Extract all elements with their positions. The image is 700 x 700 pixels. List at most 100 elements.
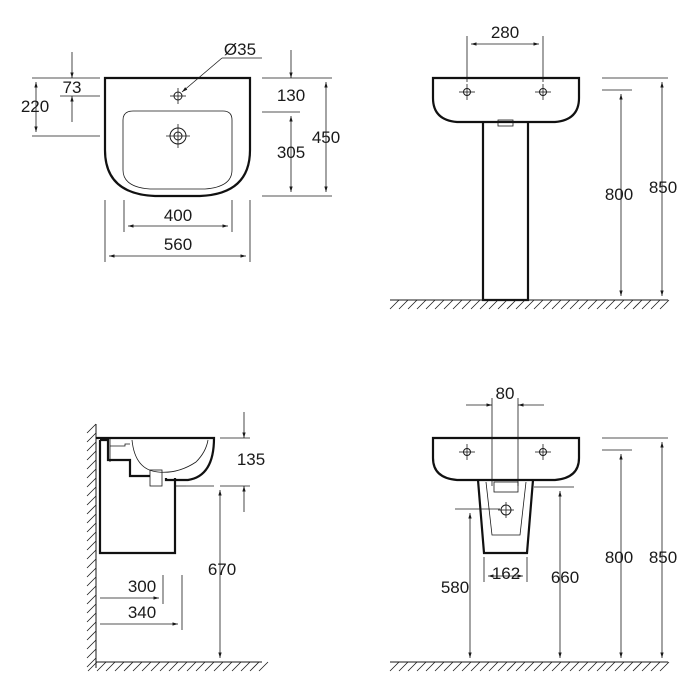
dim-800-semi: 800 <box>605 548 633 567</box>
hatch-stroke <box>434 299 445 310</box>
hatch-stroke <box>123 661 134 672</box>
dim-670: 670 <box>208 560 236 579</box>
floor-hatch-front <box>389 661 670 672</box>
hatch-stroke <box>86 558 97 569</box>
hatch-stroke <box>515 661 526 672</box>
hatch-stroke <box>86 576 97 587</box>
hatch-stroke <box>204 661 215 672</box>
hatch-stroke <box>497 661 508 672</box>
hatch-stroke <box>605 661 616 672</box>
hatch-stroke <box>114 661 125 672</box>
hatch-stroke <box>96 661 107 672</box>
hatch-stroke <box>86 450 97 461</box>
hatch-stroke <box>506 299 517 310</box>
hatch-stroke <box>258 661 269 672</box>
hatch-stroke <box>86 585 97 596</box>
hatch-stroke <box>461 299 472 310</box>
hatch-stroke <box>86 648 97 659</box>
pedestal <box>481 122 530 302</box>
dim-580: 580 <box>441 578 469 597</box>
dim-300: 300 <box>128 577 156 596</box>
hatch-stroke <box>177 661 188 672</box>
hatch-stroke <box>425 299 436 310</box>
hatch-stroke <box>389 661 400 672</box>
hatch-stroke <box>416 299 427 310</box>
hatch-stroke <box>452 299 463 310</box>
dim-305: 305 <box>277 143 305 162</box>
hatch-stroke <box>407 661 418 672</box>
hatch-stroke <box>159 661 170 672</box>
hatch-stroke <box>249 661 260 672</box>
hatch-stroke <box>443 299 454 310</box>
inner-bowl <box>122 110 233 190</box>
hatch-stroke <box>488 661 499 672</box>
dim-450: 450 <box>312 128 340 147</box>
dim-220: 220 <box>21 97 49 116</box>
hatch-stroke <box>86 513 97 524</box>
hatch-stroke <box>515 299 526 310</box>
dim-800: 800 <box>605 185 633 204</box>
dim-560: 560 <box>164 235 192 254</box>
hatch-stroke <box>542 661 553 672</box>
hatch-stroke <box>560 299 571 310</box>
hatch-stroke <box>86 603 97 614</box>
shroud <box>98 438 177 555</box>
dim-340: 340 <box>128 603 156 622</box>
hatch-stroke <box>470 299 481 310</box>
dim-660: 660 <box>551 568 579 587</box>
dim-162: 162 <box>492 564 520 583</box>
hatch-stroke <box>614 661 625 672</box>
front-pedestal-view: 280 800 850 <box>389 23 677 310</box>
tap-hole-left <box>459 84 475 100</box>
hatch-stroke <box>569 299 580 310</box>
hatch-stroke <box>551 661 562 672</box>
basin-outline <box>103 76 252 198</box>
hatch-stroke <box>186 661 197 672</box>
tap-hole-right-semi <box>535 444 551 460</box>
hatch-stroke <box>479 661 490 672</box>
hatch-stroke <box>407 299 418 310</box>
hatch-stroke <box>398 299 409 310</box>
wall-hatch <box>86 423 97 668</box>
basin-side <box>96 436 216 482</box>
dim-850-semi: 850 <box>649 548 677 567</box>
tap-hole-right <box>535 84 551 100</box>
hatch-stroke <box>641 299 652 310</box>
hatch-stroke <box>141 661 152 672</box>
hatch-stroke <box>542 299 553 310</box>
hatch-stroke <box>578 661 589 672</box>
hatch-stroke <box>524 661 535 672</box>
hatch-stroke <box>614 299 625 310</box>
hatch-stroke <box>86 540 97 551</box>
hatch-stroke <box>222 661 233 672</box>
hatch-stroke <box>86 441 97 452</box>
dim-80: 80 <box>496 384 515 403</box>
dim-hole-diameter: Ø35 <box>224 40 256 59</box>
hatch-stroke <box>650 661 661 672</box>
hatch-stroke <box>524 299 535 310</box>
hatch-stroke <box>86 522 97 533</box>
hatch-stroke <box>86 432 97 443</box>
dim-400: 400 <box>164 206 192 225</box>
hatch-stroke <box>587 299 598 310</box>
side-semi-view: 135 670 300 340 <box>86 412 269 672</box>
hatch-stroke <box>389 299 400 310</box>
hatch-stroke <box>416 661 427 672</box>
hatch-stroke <box>623 661 634 672</box>
hatch-stroke <box>86 495 97 506</box>
hatch-stroke <box>425 661 436 672</box>
hatch-stroke <box>86 549 97 560</box>
hatch-stroke <box>443 661 454 672</box>
hatch-stroke <box>605 299 616 310</box>
hatch-stroke <box>533 299 544 310</box>
hatch-stroke <box>86 531 97 542</box>
hatch-stroke <box>479 299 490 310</box>
hatch-stroke <box>86 468 97 479</box>
front-semi-view: 80 162 580 660 800 850 <box>389 384 677 672</box>
hatch-stroke <box>86 657 97 668</box>
dim-130: 130 <box>277 86 305 105</box>
basin-front <box>431 76 581 124</box>
top-view: Ø35 73 220 130 305 450 400 560 <box>21 40 340 262</box>
hatch-stroke <box>231 661 242 672</box>
